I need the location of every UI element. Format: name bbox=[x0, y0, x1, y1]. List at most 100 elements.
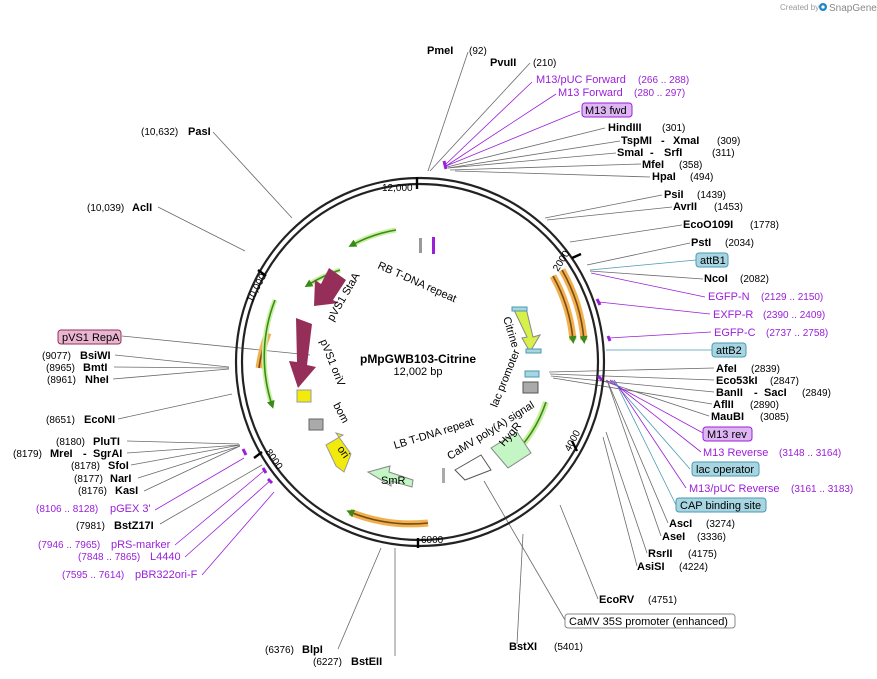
enzyme-banii: BanII bbox=[716, 387, 743, 399]
snapgene-label: SnapGene bbox=[829, 3, 877, 14]
enzyme-ecorv: EcoRV bbox=[599, 594, 635, 606]
leader-lines bbox=[112, 51, 715, 656]
enzyme-bstxi-pos: (5401) bbox=[554, 642, 583, 653]
enzyme-asei: AseI bbox=[662, 531, 685, 543]
enzyme-nhei-pos: (8961) bbox=[47, 375, 76, 386]
enzyme-kasi-pos: (8176) bbox=[78, 486, 107, 497]
tick-label-6000: 6000 bbox=[421, 535, 444, 546]
enzyme-maubi-pos: (3085) bbox=[760, 412, 789, 423]
lac-promoter-label: lac promoter bbox=[489, 348, 523, 409]
primer-pbr322ori-f: pBR322ori-F bbox=[135, 569, 198, 581]
enzyme-srfi: SrfI bbox=[664, 147, 682, 159]
primer-l4440-pos: (7848 .. 7865) bbox=[78, 552, 140, 563]
feature-box-attb2: attB2 bbox=[711, 342, 747, 358]
tick-label-8000: 8000 bbox=[263, 447, 285, 472]
enzyme-asei-pos: (3336) bbox=[697, 532, 726, 543]
enzyme-bsteii-pos: (6227) bbox=[313, 657, 342, 668]
rb-tdna-repeat-label: RB T-DNA repeat bbox=[376, 260, 458, 305]
primer-prs-marker: pRS-marker bbox=[111, 539, 171, 551]
enzyme-pvuii: PvuII bbox=[490, 57, 516, 69]
enzyme-eco109-pos: (1778) bbox=[750, 220, 779, 231]
enzyme-afei: AfeI bbox=[716, 363, 737, 375]
enzyme-blpi: BlpI bbox=[302, 644, 323, 656]
enzyme-pmei: PmeI bbox=[427, 45, 453, 57]
enzyme-afiii-pos: (2890) bbox=[750, 400, 779, 411]
svg-text:-: - bbox=[83, 448, 87, 460]
enzyme-acli: AclI bbox=[132, 202, 152, 214]
enzyme-tspmi: TspMI bbox=[621, 135, 652, 147]
primer-m13puc-reverse-pos: (3161 .. 3183) bbox=[791, 484, 853, 495]
tick-marks bbox=[253, 177, 582, 548]
feature-box-m13fwd: M13 fwd bbox=[581, 102, 633, 118]
primer-egfp-c: EGFP-C bbox=[714, 327, 756, 339]
enzyme-pluti-pos: (8180) bbox=[56, 437, 85, 448]
enzyme-mfei: MfeI bbox=[642, 159, 664, 171]
enzyme-saci: SacI bbox=[764, 387, 787, 399]
enzyme-asisi-pos: (4224) bbox=[679, 562, 708, 573]
enzyme-pasi-pos: (10,632) bbox=[141, 127, 178, 138]
smr-label: SmR bbox=[381, 475, 406, 487]
enzyme-nhei: NheI bbox=[85, 374, 109, 386]
enzyme-eco109: EcoO109I bbox=[683, 219, 733, 231]
primer-egfp-n: EGFP-N bbox=[708, 291, 750, 303]
plasmid-backbone bbox=[234, 176, 606, 548]
enzyme-econi: EcoNI bbox=[84, 414, 115, 426]
enzyme-afei-pos: (2839) bbox=[751, 364, 780, 375]
enzyme-eco53-pos: (2847) bbox=[770, 376, 799, 387]
plasmid-name: pMpGWB103-Citrine bbox=[360, 352, 476, 366]
enzyme-bstz17i: BstZ17I bbox=[114, 520, 154, 532]
enzyme-asci-pos: (3274) bbox=[706, 519, 735, 530]
enzyme-pluti: PluTI bbox=[93, 436, 120, 448]
tick-label-2000: 2000 bbox=[551, 249, 572, 274]
enzyme-mrei-pos: (8179) bbox=[13, 449, 42, 460]
enzyme-hpai-pos: (494) bbox=[690, 172, 713, 183]
enzyme-bsiwi: BsiWI bbox=[80, 350, 111, 362]
enzyme-asisi: AsiSI bbox=[637, 561, 665, 573]
enzyme-smai-pos: (311) bbox=[712, 148, 735, 159]
enzyme-afiii: AflII bbox=[713, 399, 734, 411]
created-by-label: Created by bbox=[780, 3, 819, 12]
enzyme-hindiii: HindIII bbox=[608, 122, 642, 134]
enzyme-psti: PstI bbox=[691, 237, 711, 249]
bom-label: bom bbox=[330, 401, 351, 426]
enzyme-hindiii-pos: (301) bbox=[662, 123, 685, 134]
cap-binding-site-label: CAP binding site bbox=[680, 500, 761, 512]
enzyme-eco53: Eco53kI bbox=[716, 375, 758, 387]
pvs1-repa-label: pVS1 RepA bbox=[62, 332, 120, 344]
enzyme-maubi: MauBI bbox=[711, 411, 744, 423]
feature-box-pvs1-repa: pVS1 RepA bbox=[57, 329, 122, 345]
enzyme-psii-pos: (1439) bbox=[697, 190, 726, 201]
primer-pbr322ori-f-pos: (7595 .. 7614) bbox=[62, 570, 124, 581]
enzyme-avrii: AvrII bbox=[673, 201, 697, 213]
pvs1-oriv-label: pVS1 oriV bbox=[317, 338, 347, 389]
enzyme-rsrii-pos: (4175) bbox=[688, 549, 717, 560]
enzyme-econi-pos: (8651) bbox=[46, 415, 75, 426]
feature-box-m13rev: M13 rev bbox=[702, 426, 753, 442]
enzyme-acli-pos: (10,039) bbox=[87, 203, 124, 214]
primer-pgex3: pGEX 3' bbox=[110, 503, 151, 515]
enzyme-rsrii: RsrII bbox=[648, 548, 672, 560]
enzyme-mrei: MreI bbox=[50, 448, 73, 460]
inner-features bbox=[289, 237, 542, 488]
enzyme-pmei-pos: (92) bbox=[469, 46, 487, 57]
primer-m13puc-forward: M13/pUC Forward bbox=[536, 74, 626, 86]
enzyme-mfei-pos: (358) bbox=[679, 160, 702, 171]
enzyme-bstxi: BstXI bbox=[509, 641, 537, 653]
plasmid-size: 12,002 bp bbox=[394, 366, 443, 378]
citrine-label: Citrine bbox=[500, 315, 521, 349]
primer-prs-marker-pos: (7946 .. 7965) bbox=[38, 540, 100, 551]
feature-box-attb1: attB1 bbox=[695, 252, 729, 268]
tick-label-12000: 12,000 bbox=[382, 183, 413, 194]
enzyme-psii: PsiI bbox=[664, 189, 684, 201]
enzyme-ecorv-pos: (4751) bbox=[648, 595, 677, 606]
enzyme-sfoi-pos: (8178) bbox=[71, 461, 100, 472]
primer-pgex3-pos: (8106 .. 8128) bbox=[36, 504, 98, 515]
enzyme-tspmi-pos: (309) bbox=[717, 136, 740, 147]
enzyme-sgrai: SgrAI bbox=[93, 448, 122, 460]
primer-l4440: L4440 bbox=[150, 551, 181, 563]
svg-text:-: - bbox=[661, 135, 665, 147]
enzyme-kasi: KasI bbox=[115, 485, 138, 497]
attb2-label: attB2 bbox=[716, 345, 742, 357]
enzyme-ncoi: NcoI bbox=[704, 273, 728, 285]
enzyme-smai: SmaI bbox=[617, 147, 643, 159]
